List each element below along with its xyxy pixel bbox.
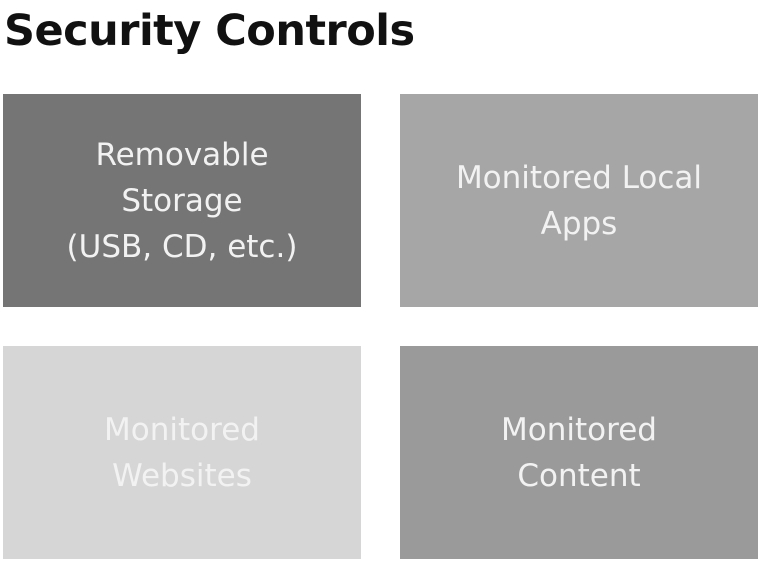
page-title: Security Controls	[4, 6, 415, 56]
tile-label: Removable Storage (USB, CD, etc.)	[66, 136, 298, 265]
tile-label: Monitored Content	[501, 411, 657, 494]
tile-removable-storage: Removable Storage (USB, CD, etc.)	[3, 94, 361, 307]
tile-monitored-websites: Monitored Websites	[3, 346, 361, 559]
tile-monitored-local-apps: Monitored Local Apps	[400, 94, 758, 307]
tile-label: Monitored Local Apps	[455, 159, 703, 242]
tile-label: Monitored Websites	[104, 411, 260, 494]
tile-monitored-content: Monitored Content	[400, 346, 758, 559]
